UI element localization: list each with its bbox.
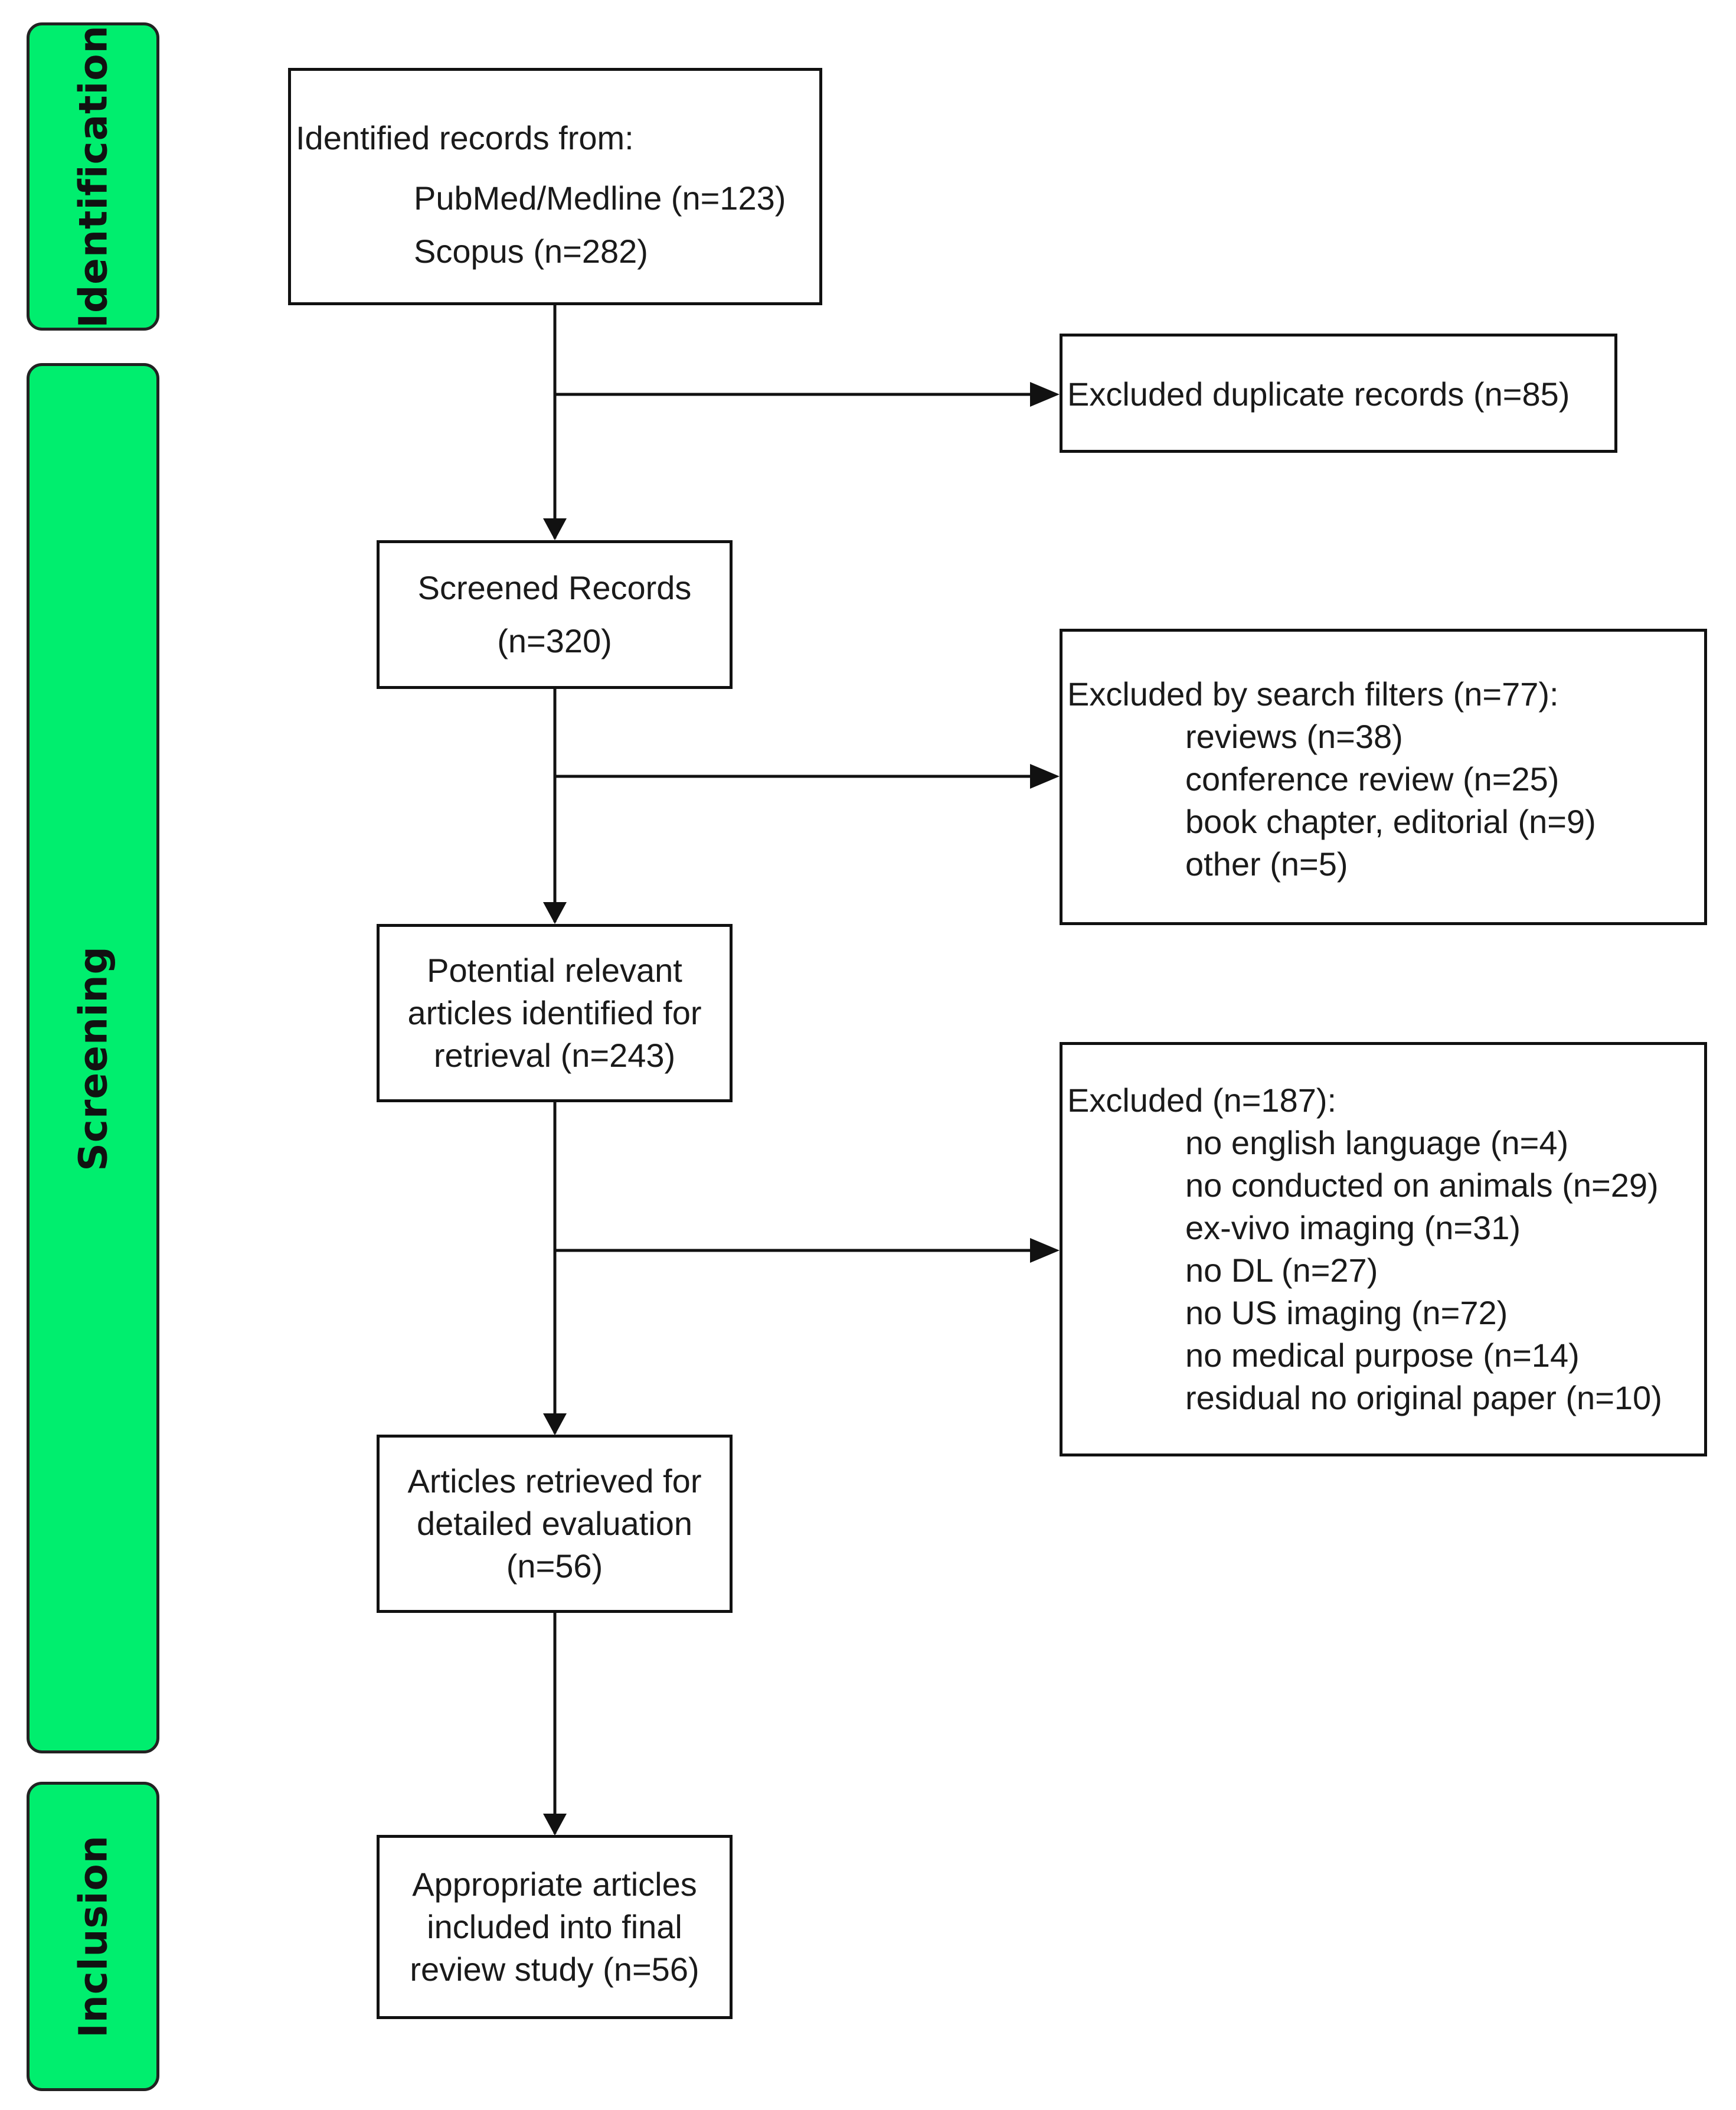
- excluded-criteria-box: Excluded (n=187): no english language (n…: [1060, 1042, 1707, 1456]
- source-scopus: Scopus (n=282): [414, 233, 648, 270]
- screened-records-title: Screened Records: [417, 569, 692, 606]
- excluded-criteria-item: no conducted on animals (n=29): [1185, 1167, 1659, 1204]
- search-filters-item: other (n=5): [1185, 845, 1348, 883]
- articles-retrieved-line: (n=56): [506, 1547, 603, 1585]
- potential-relevant-line: Potential relevant: [427, 952, 682, 989]
- search-filters-header: Excluded by search filters (n=77):: [1067, 675, 1559, 713]
- arrowhead-right-1: [1030, 382, 1060, 407]
- potential-relevant-line: articles identified for: [407, 994, 702, 1031]
- included-articles-box: Appropriate articles included into final…: [377, 1835, 733, 2019]
- arrowhead-right-2: [1030, 764, 1060, 789]
- included-articles-line: review study (n=56): [410, 1951, 699, 1988]
- arrowhead-down-2: [543, 902, 567, 924]
- included-articles-line: included into final: [427, 1908, 682, 1945]
- arrowhead-down-3: [543, 1413, 567, 1435]
- articles-retrieved-line: detailed evaluation: [416, 1505, 693, 1542]
- potential-relevant-line: retrieval (n=243): [433, 1037, 676, 1074]
- identified-records-header: Identified records from:: [296, 119, 634, 156]
- excluded-duplicates-text: Excluded duplicate records (n=85): [1067, 375, 1570, 413]
- potential-relevant-box: Potential relevant articles identified f…: [377, 924, 733, 1102]
- included-articles-line: Appropriate articles: [412, 1866, 697, 1903]
- phase-identification: Identification: [27, 22, 159, 331]
- search-filters-item: conference review (n=25): [1185, 760, 1560, 798]
- search-filters-item: reviews (n=38): [1185, 718, 1403, 755]
- excluded-criteria-header: Excluded (n=187):: [1067, 1082, 1337, 1119]
- excluded-search-filters-box: Excluded by search filters (n=77): revie…: [1060, 629, 1707, 925]
- articles-retrieved-box: Articles retrieved for detailed evaluati…: [377, 1435, 733, 1613]
- arrowhead-right-3: [1030, 1238, 1060, 1263]
- screened-records-count: (n=320): [497, 622, 612, 659]
- phase-screening: Screening: [27, 363, 159, 1753]
- excluded-criteria-item: no US imaging (n=72): [1185, 1294, 1508, 1331]
- source-pubmed: PubMed/Medline (n=123): [414, 179, 786, 217]
- excluded-criteria-item: ex-vivo imaging (n=31): [1185, 1209, 1521, 1246]
- search-filters-item: book chapter, editorial (n=9): [1185, 803, 1596, 840]
- articles-retrieved-line: Articles retrieved for: [407, 1462, 702, 1500]
- screened-records-box: Screened Records (n=320): [377, 540, 733, 689]
- excluded-criteria-item: residual no original paper (n=10): [1185, 1379, 1662, 1416]
- excluded-criteria-item: no medical purpose (n=14): [1185, 1337, 1580, 1374]
- excluded-criteria-item: no english language (n=4): [1185, 1124, 1569, 1161]
- phase-inclusion: Inclusion: [27, 1782, 159, 2091]
- identified-records-box: Identified records from: PubMed/Medline …: [288, 68, 822, 305]
- excluded-duplicates-box: Excluded duplicate records (n=85): [1060, 334, 1617, 453]
- excluded-criteria-item: no DL (n=27): [1185, 1252, 1378, 1289]
- arrowhead-down-1: [543, 518, 567, 540]
- arrowhead-down-4: [543, 1814, 567, 1835]
